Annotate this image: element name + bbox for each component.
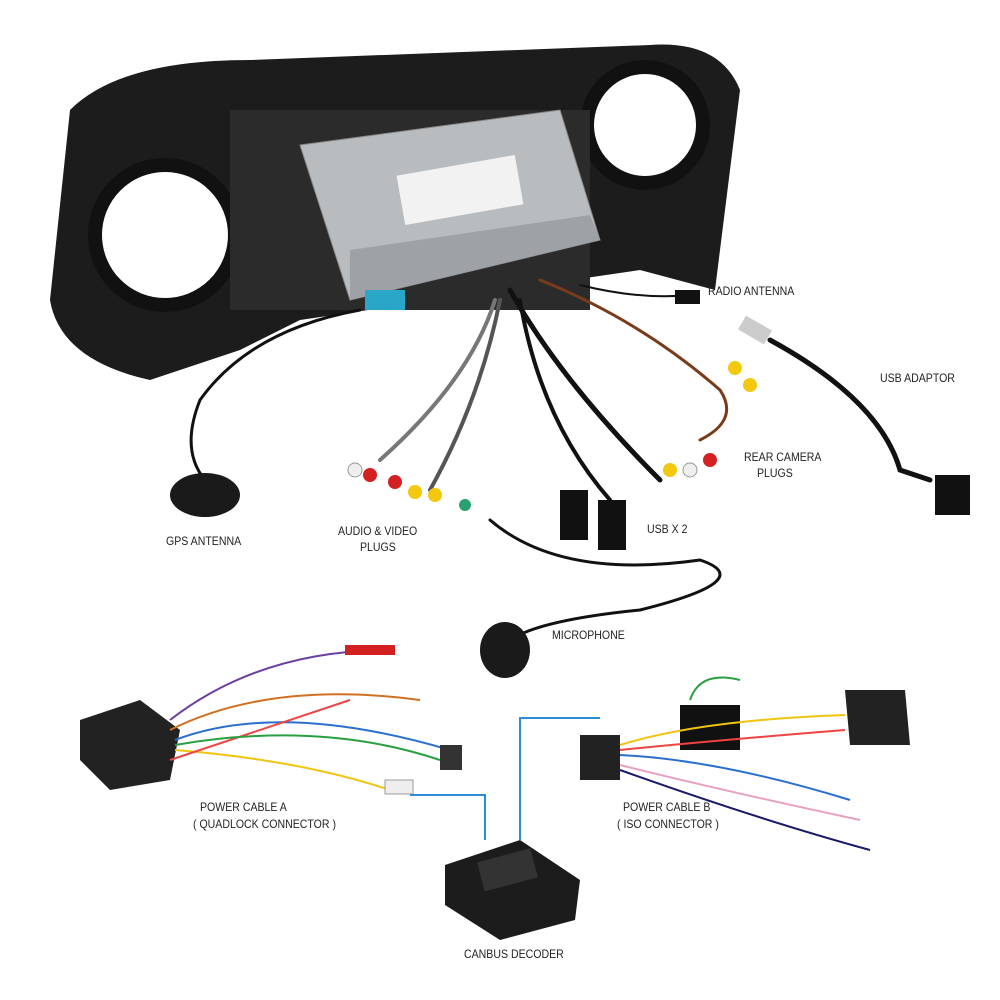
usb-adaptor-socket	[935, 475, 970, 515]
callout-line-b	[519, 717, 600, 840]
label-gps-antenna: GPS ANTENNA	[166, 534, 242, 548]
label-usb-adaptor: USB ADAPTOR	[880, 371, 955, 385]
gps-antenna-puck	[170, 473, 240, 517]
label-rear-camera-2: PLUGS	[757, 466, 793, 480]
label-audio-video-2: PLUGS	[360, 540, 396, 554]
label-microphone: MICROPHONE	[552, 628, 625, 642]
label-power-a-1: POWER CABLE A	[200, 800, 287, 814]
label-power-b-1: POWER CABLE B	[623, 800, 711, 814]
label-usb-x2: USB X 2	[647, 522, 688, 536]
usb-plug-1	[560, 490, 588, 540]
label-audio-video-1: AUDIO & VIDEO	[338, 524, 418, 538]
callout-line-a	[410, 794, 486, 840]
microphone-body	[480, 622, 530, 678]
label-rear-camera-1: REAR CAMERA	[744, 450, 822, 464]
label-radio-antenna: RADIO ANTENNA	[708, 284, 795, 298]
label-power-b-2: ( ISO CONNECTOR )	[617, 817, 719, 831]
usb-plug-2	[598, 500, 626, 550]
usb-adaptor-plug	[738, 315, 772, 345]
label-power-a-2: ( QUADLOCK CONNECTOR )	[193, 817, 336, 831]
vent-ring-left	[88, 158, 242, 312]
iso-connector-b	[845, 690, 910, 745]
rca-plugs	[347, 361, 757, 511]
vent-ring-right	[580, 60, 710, 190]
quadlock-connector	[80, 700, 180, 790]
label-canbus-decoder: CANBUS DECODER	[464, 947, 564, 961]
radio-antenna-plug	[675, 290, 700, 304]
